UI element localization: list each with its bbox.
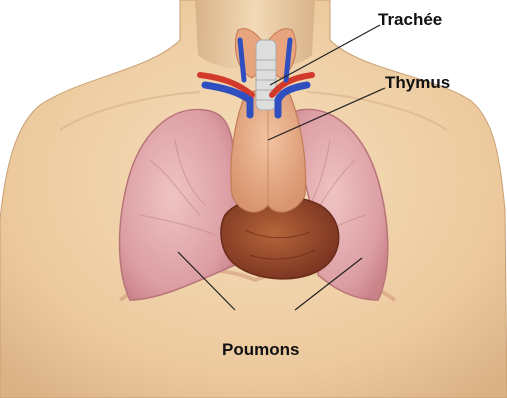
label-poumons: Poumons xyxy=(222,340,299,360)
trachea xyxy=(256,40,276,110)
label-thymus: Thymus xyxy=(385,73,450,93)
label-trachee: Trachée xyxy=(378,10,442,30)
